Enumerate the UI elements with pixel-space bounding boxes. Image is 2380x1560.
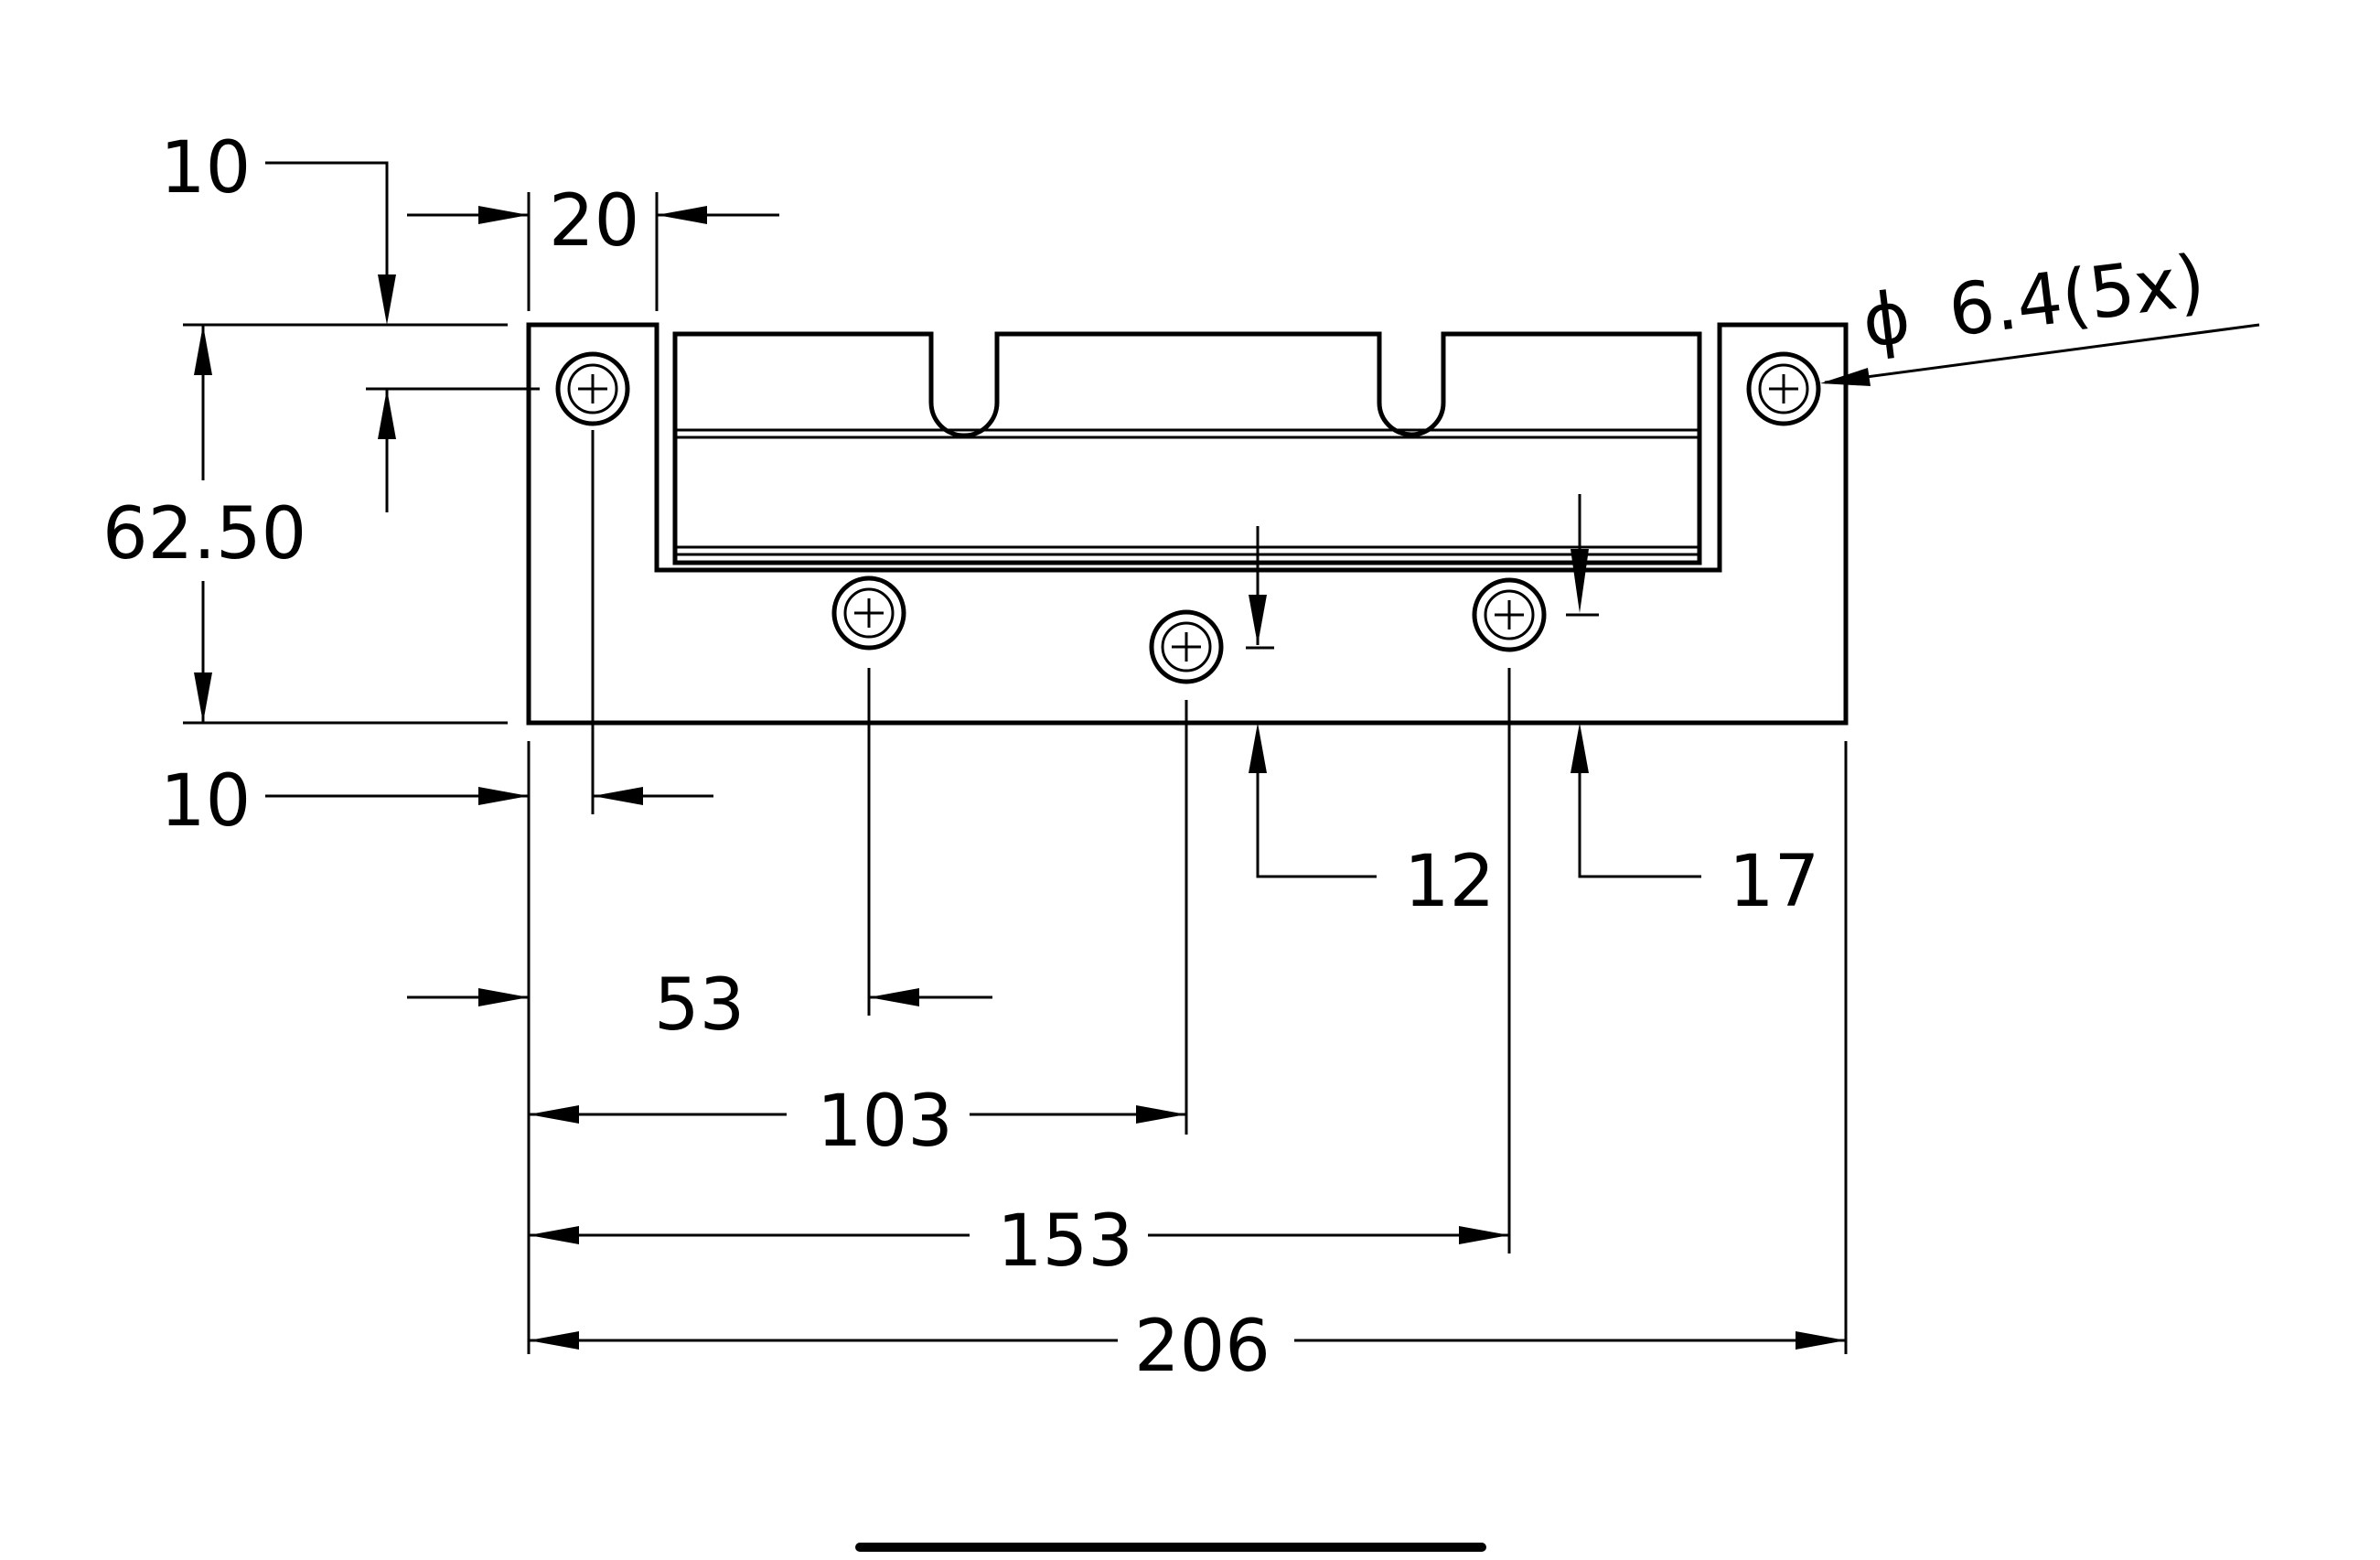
mounting-hole (555, 351, 630, 426)
dim-label-left-offset: 10 (160, 760, 251, 843)
dim-label-height: 62.50 (102, 493, 306, 576)
extension-lines (183, 192, 1848, 1354)
dim-hole-diameter: ϕ 6.4(5x) (1820, 240, 2260, 386)
mounting-hole (1149, 609, 1224, 684)
mounting-hole (1746, 351, 1821, 426)
dim-hole-3: 153 (529, 1200, 1509, 1283)
rail-outline (672, 331, 1702, 565)
dim-label-hole-2: 103 (817, 1081, 953, 1163)
dim-overall-width: 206 (529, 1306, 1846, 1388)
dim-left-offset: 10 (160, 760, 713, 843)
dim-label-hole-dia-symbol: ϕ (1858, 276, 1914, 364)
dim-label-overall-width: 206 (1134, 1306, 1270, 1388)
dim-label-slot-width: 20 (549, 180, 639, 263)
dim-offset-17: 17 (1566, 494, 1819, 923)
dim-offset-12: 12 (1246, 526, 1495, 923)
mounting-hole (831, 576, 906, 651)
dim-height: 62.50 (102, 325, 306, 723)
dim-label-hole-1: 53 (654, 964, 745, 1047)
dim-slot-width: 20 (407, 180, 779, 263)
mounting-hole (1472, 577, 1547, 652)
dim-hole-1: 53 (407, 964, 992, 1047)
dim-label-hole-3: 153 (997, 1200, 1133, 1283)
dim-label-top-offset: 10 (160, 127, 251, 210)
part-outline (526, 322, 1849, 726)
home-indicator[interactable] (855, 1543, 1486, 1552)
dim-label-offset-17: 17 (1729, 841, 1819, 923)
bracket-outline (526, 322, 1849, 726)
mounting-holes (555, 351, 1821, 684)
dim-hole-2: 103 (529, 1081, 1186, 1163)
dim-top-offset: 10 (160, 127, 396, 512)
dim-label-offset-12: 12 (1404, 841, 1495, 923)
